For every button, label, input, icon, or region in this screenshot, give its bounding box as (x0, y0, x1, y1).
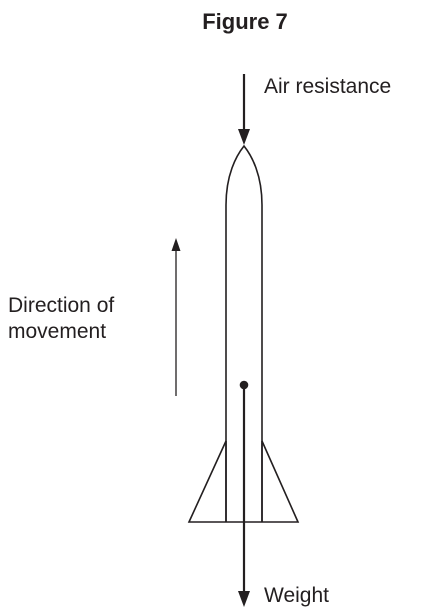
direction-label-line2: movement (8, 320, 107, 343)
air-resistance-arrow (238, 74, 250, 145)
figure-title: Figure 7 (202, 9, 288, 34)
weight-arrow (238, 380, 250, 607)
weight-label: Weight (264, 584, 329, 607)
air-resistance-label: Air resistance (264, 75, 392, 98)
direction-of-movement-label: Direction of movement (8, 293, 114, 345)
direction-arrow (171, 238, 181, 396)
direction-label-line1: Direction of (8, 294, 115, 317)
